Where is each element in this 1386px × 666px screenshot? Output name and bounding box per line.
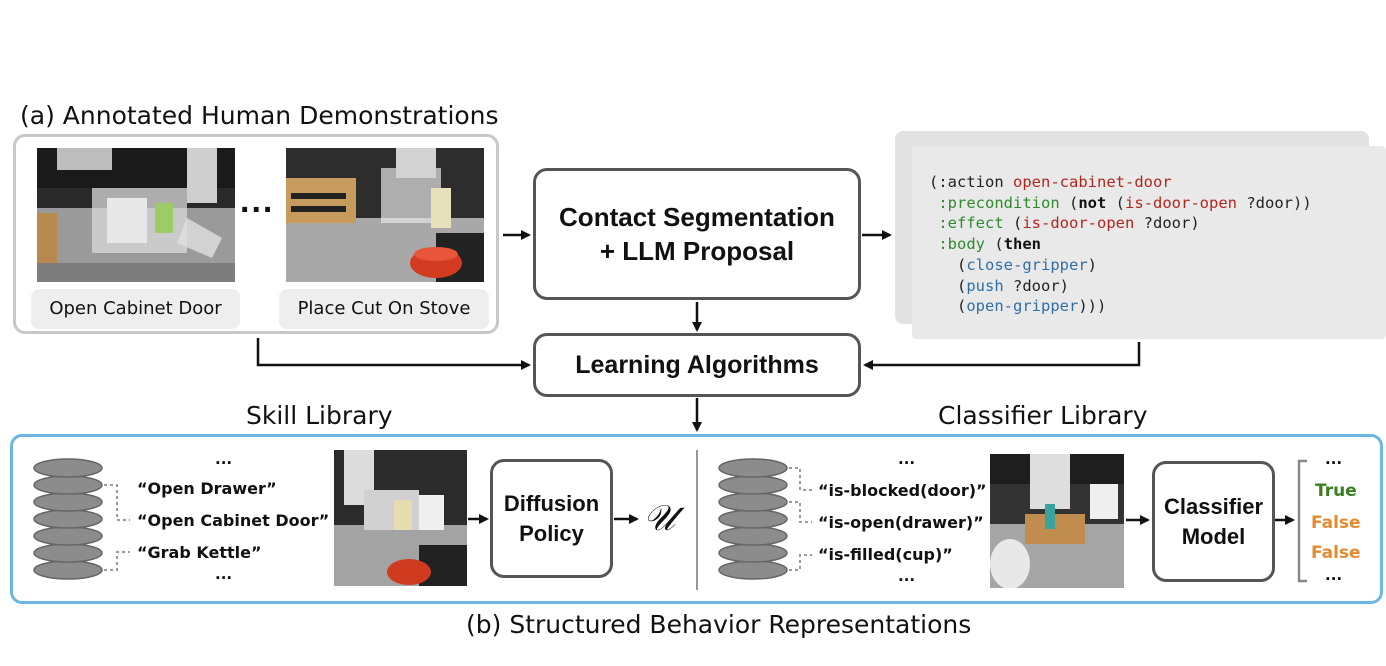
panel-a-title: (a) Annotated Human Demonstrations [20, 101, 499, 130]
learning-algorithms-box: Learning Algorithms [533, 333, 861, 397]
classifier-list-top-dots: ... [898, 450, 916, 468]
demo-image-cabinet [37, 148, 235, 282]
classifier-stack-icon [718, 458, 788, 580]
arrow-demos-to-learning [256, 338, 531, 370]
skill-item-grab-kettle: “Grab Kettle” [137, 543, 262, 562]
pddl-code: (:action open-cabinet-door :precondition… [929, 173, 1312, 316]
contact-segmentation-box: Contact Segmentation + LLM Proposal [533, 168, 861, 300]
output-bracket [1297, 459, 1307, 583]
proposal-line-1: Contact Segmentation [559, 202, 835, 232]
output-false-1: False [1311, 513, 1361, 533]
output-true: True [1315, 481, 1357, 501]
structured-representations-panel [10, 434, 1383, 604]
arrow-code-to-learning [863, 342, 1141, 370]
classifier-library-title: Classifier Library [938, 401, 1148, 430]
skill-stack-icon [33, 458, 103, 580]
classifier-item-is-open: “is-open(drawer)” [818, 513, 984, 532]
demo-ellipsis: ... [240, 182, 275, 220]
classifier-observation-image [990, 454, 1124, 588]
learning-label: Learning Algorithms [575, 350, 819, 379]
skill-list-top-dots: ... [215, 450, 233, 468]
code-card [912, 146, 1386, 339]
output-false-2: False [1311, 543, 1361, 563]
proposal-line-2: + LLM Proposal [599, 236, 795, 266]
skill-list-bottom-dots: ... [215, 565, 233, 583]
skill-library-title: Skill Library [246, 401, 393, 430]
outputs-bottom-dots: ... [1325, 566, 1343, 584]
classifier-list-bottom-dots: ... [898, 567, 916, 585]
classifier-item-is-blocked: “is-blocked(door)” [818, 481, 987, 500]
outputs-top-dots: ... [1325, 450, 1343, 468]
policy-line-1: Diffusion [503, 490, 600, 516]
skill-item-open-drawer: “Open Drawer” [137, 479, 277, 498]
demo-image-stove [286, 148, 484, 282]
skill-item-open-cabinet-door: “Open Cabinet Door” [137, 511, 330, 530]
skill-observation-image [334, 450, 467, 586]
demo-caption-cabinet: Open Cabinet Door [31, 289, 240, 329]
classifier-line-1: Classifier [1163, 493, 1264, 519]
action-output-symbol: 𝒰 [643, 498, 676, 539]
demonstrations-panel [13, 134, 499, 334]
policy-line-2: Policy [519, 520, 584, 546]
diffusion-policy-box: Diffusion Policy [490, 459, 613, 578]
classifier-line-2: Model [1181, 523, 1246, 549]
classifier-item-is-filled: “is-filled(cup)” [818, 545, 953, 564]
panel-b-title: (b) Structured Behavior Representations [466, 610, 972, 639]
classifier-model-box: Classifier Model [1152, 461, 1275, 582]
demo-caption-stove: Place Cut On Stove [279, 289, 489, 329]
